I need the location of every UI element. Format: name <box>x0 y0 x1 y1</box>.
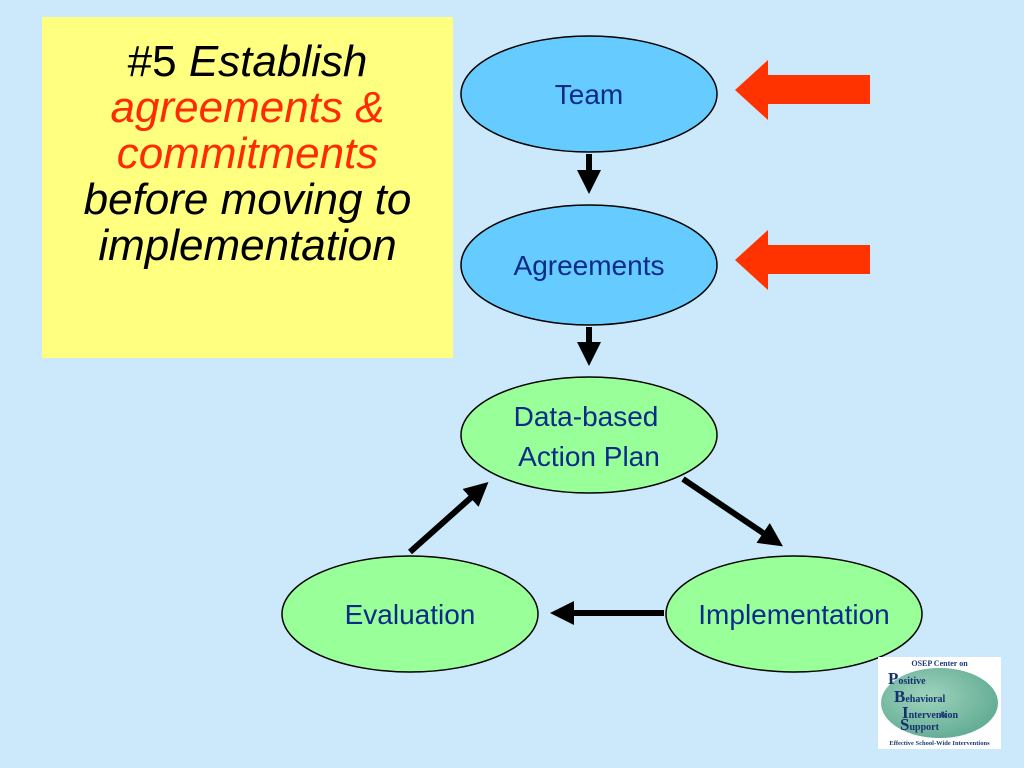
pbis-logo: OSEP Center on Positive Behavioral Inter… <box>878 657 1001 749</box>
team-label: Team <box>555 79 623 110</box>
logo-lettering: Positive Behavioral Intervention <box>888 669 959 723</box>
logo-word-intervention: ntervention <box>908 710 959 721</box>
logo-bottom-text: Effective School-Wide Interventions <box>889 740 990 747</box>
callout-line-2: agreements & <box>110 83 385 132</box>
callout-number: #5 <box>127 37 177 86</box>
action-plan-node <box>460 376 718 494</box>
connector-arrow-evaluation-to-plan <box>408 482 489 555</box>
evaluation-label: Evaluation <box>345 599 476 630</box>
logo-letter-i: I <box>902 703 909 722</box>
logo-letter-b: B <box>894 687 906 706</box>
agreements-label: Agreements <box>514 250 665 281</box>
agreements-node <box>460 204 718 326</box>
logo-top-text: OSEP Center on <box>911 659 968 668</box>
red-pointer-arrow-team <box>735 60 870 120</box>
implementation-node <box>665 555 923 673</box>
team-node <box>460 35 718 153</box>
action-plan-label-line1: Data-based <box>514 401 659 432</box>
logo-disc <box>881 668 998 738</box>
callout-line-1: #5 Establish <box>42 39 453 85</box>
logo-letter-s: S <box>900 715 910 734</box>
callout-line-3: commitments <box>116 129 379 178</box>
logo-word-support: upport <box>909 722 939 733</box>
logo-word-behavioral: ehavioral <box>905 694 946 705</box>
logo-letter-p: P <box>888 669 899 688</box>
logo-ampersand: & <box>940 710 947 719</box>
evaluation-node <box>281 555 539 673</box>
callout-box: #5 Establish agreements & commitments be… <box>42 17 453 358</box>
callout-establish: Establish <box>188 37 368 86</box>
logo-lettering-support: Support <box>900 715 939 735</box>
logo-word-positive: ositive <box>898 676 926 687</box>
red-pointer-arrow-agreements <box>735 230 870 290</box>
connector-arrow-plan-to-implementation <box>681 476 783 547</box>
action-plan-label-line2: Action Plan <box>518 441 660 472</box>
callout-line-5: implementation <box>98 221 397 270</box>
implementation-label: Implementation <box>698 599 889 630</box>
callout-line-4: before moving to <box>83 175 412 224</box>
